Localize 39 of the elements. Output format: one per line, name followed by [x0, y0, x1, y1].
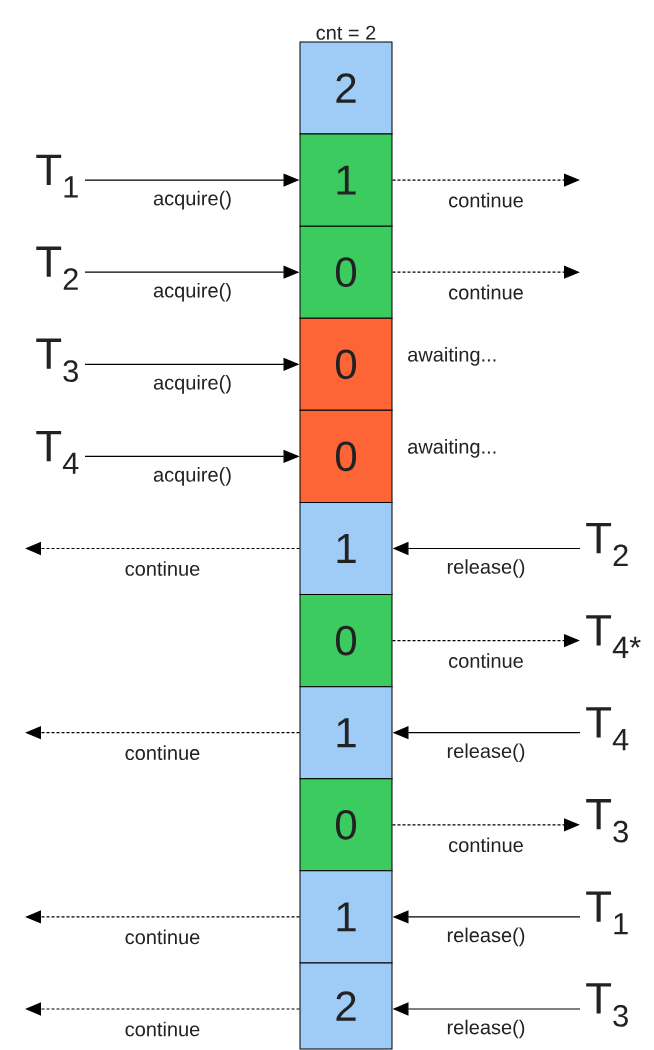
edge-label: acquire()	[152, 466, 233, 487]
thread-label: T$_{2}$	[36, 246, 78, 290]
edge-label: continue	[123, 744, 202, 762]
edge-label: release()	[445, 926, 527, 948]
edge-label: continue	[123, 1020, 202, 1038]
counter-cell: 0	[299, 225, 393, 319]
edge-label: continue	[447, 836, 525, 854]
edge-label: acquire()	[152, 281, 233, 303]
edge-label: continue	[123, 928, 202, 946]
edge-label: continue	[447, 652, 525, 669]
edge-label: acquire()	[152, 189, 233, 211]
counter-cell: 0	[299, 317, 393, 411]
edge-label: release()	[445, 742, 527, 764]
edge-label: release()	[445, 558, 527, 579]
thread-label: T$_{3}$	[586, 799, 628, 843]
counter-cell: 1	[299, 501, 393, 596]
counter-cell: 1	[299, 133, 393, 227]
counter-cell: 0	[299, 778, 393, 872]
edge-label: continue	[447, 191, 525, 209]
counter-cell: 2	[299, 41, 393, 135]
edge-label: continue	[123, 560, 202, 577]
thread-label: T$_{1}$	[586, 891, 628, 935]
status-text: awaiting...	[408, 439, 496, 458]
counter-cell: 0	[299, 594, 393, 688]
thread-label: T$_{3}$	[586, 983, 628, 1027]
counter-cell: 0	[299, 409, 393, 503]
counter-cell: 1	[299, 870, 393, 964]
edge-label: acquire()	[152, 374, 233, 395]
status-text: awaiting...	[408, 347, 496, 366]
thread-label: T$_{4*}$	[586, 615, 641, 659]
thread-label: T$_{4}$	[586, 707, 629, 751]
thread-label: T$_{4}$	[36, 430, 79, 474]
thread-label: T$_{3}$	[36, 338, 78, 383]
edge-label: continue	[447, 283, 525, 301]
thread-label: T$_{1}$	[36, 154, 78, 198]
counter-cell: 1	[299, 686, 393, 780]
thread-label: T$_{2}$	[586, 522, 628, 567]
counter-cell: 2	[299, 962, 393, 1050]
edge-label: release()	[445, 1018, 527, 1040]
